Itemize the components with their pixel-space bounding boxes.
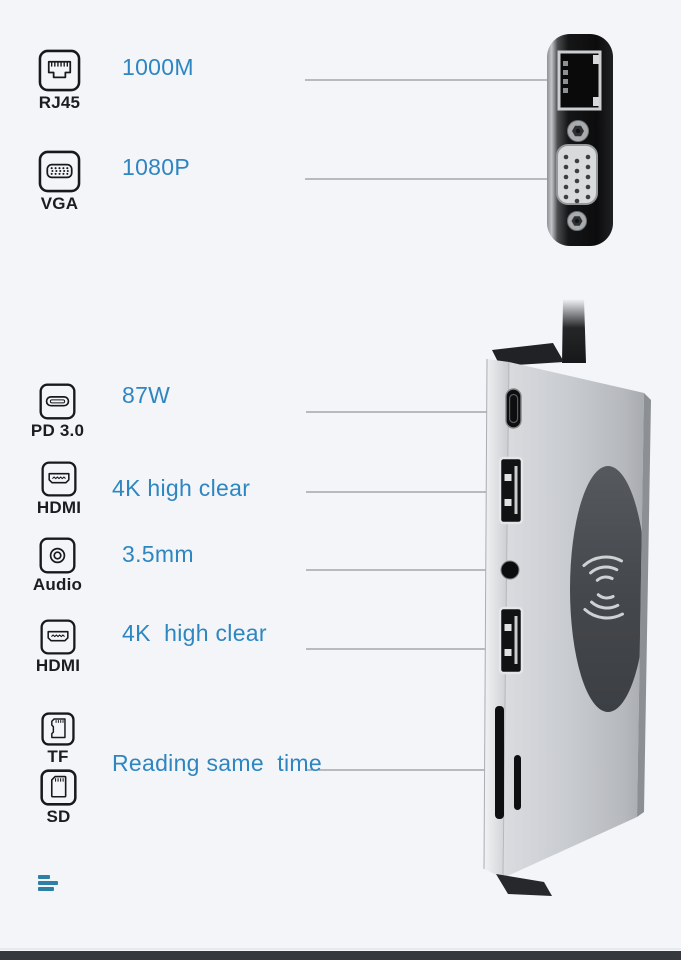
sd-card-slot bbox=[495, 706, 504, 819]
pd-value: 87W bbox=[122, 382, 171, 408]
hdmi-icon bbox=[41, 461, 77, 497]
rj45-port-icon bbox=[38, 49, 81, 92]
logo-bar-short bbox=[38, 875, 50, 879]
tf-callout: TF bbox=[41, 712, 75, 766]
callout-lines bbox=[305, 79, 553, 771]
wireless-charging-icon bbox=[582, 555, 624, 620]
tf-card-slot bbox=[514, 755, 521, 810]
bottom-hairline bbox=[0, 948, 681, 950]
hdmi-icon bbox=[40, 619, 76, 655]
hdmi-port-top bbox=[498, 456, 524, 525]
usb-c-port bbox=[505, 388, 522, 429]
pd-label: PD 3.0 bbox=[30, 421, 85, 440]
usb-cable bbox=[562, 299, 586, 363]
vga-port bbox=[556, 144, 598, 205]
hub-top-cap bbox=[492, 343, 564, 366]
rj45-value: 1000M bbox=[122, 54, 194, 80]
tf-card-icon bbox=[41, 712, 75, 746]
hub-bottom-foot bbox=[496, 874, 552, 896]
silver-hub-side-view bbox=[483, 299, 651, 896]
audio-jack-icon bbox=[39, 537, 76, 574]
hdmi-bottom-callout: HDMI bbox=[36, 619, 80, 675]
pd-callout: PD 3.0 bbox=[31, 383, 84, 440]
wireless-charging-pad bbox=[570, 466, 644, 712]
screw-post-bottom bbox=[567, 211, 587, 231]
black-adapter-end-view bbox=[547, 34, 613, 246]
rj45-label: RJ45 bbox=[38, 93, 81, 112]
cards-value: Reading same time bbox=[112, 750, 322, 776]
vga-label: VGA bbox=[40, 194, 79, 213]
rj45-callout: RJ45 bbox=[38, 49, 81, 112]
logo-bars-icon bbox=[38, 875, 58, 891]
hdmi-top-value: 4K high clear bbox=[112, 475, 251, 501]
audio-port bbox=[500, 560, 520, 580]
audio-callout: Audio bbox=[33, 537, 82, 594]
hdmi-bottom-value: 4K high clear bbox=[122, 620, 267, 646]
logo-bar-medium bbox=[38, 887, 54, 891]
bottom-bar bbox=[0, 951, 681, 960]
tf-label: TF bbox=[47, 747, 69, 766]
hub-right-edge bbox=[637, 393, 651, 817]
hdmi-top-label: HDMI bbox=[36, 498, 82, 517]
audio-value: 3.5mm bbox=[122, 541, 194, 567]
sd-callout: SD bbox=[40, 769, 77, 826]
screw-post-top bbox=[567, 120, 589, 142]
sd-label: SD bbox=[46, 807, 71, 826]
audio-label: Audio bbox=[32, 575, 83, 594]
usb-c-icon bbox=[39, 383, 76, 420]
logo-bar-long bbox=[38, 881, 58, 885]
ethernet-port bbox=[557, 50, 602, 111]
sd-card-icon bbox=[40, 769, 77, 806]
vga-value: 1080P bbox=[122, 154, 191, 180]
hdmi-bottom-label: HDMI bbox=[35, 656, 81, 675]
vga-callout: VGA bbox=[38, 150, 81, 213]
vga-port-icon bbox=[38, 150, 81, 193]
hdmi-port-bottom bbox=[498, 606, 524, 675]
hdmi-top-callout: HDMI bbox=[37, 461, 81, 517]
